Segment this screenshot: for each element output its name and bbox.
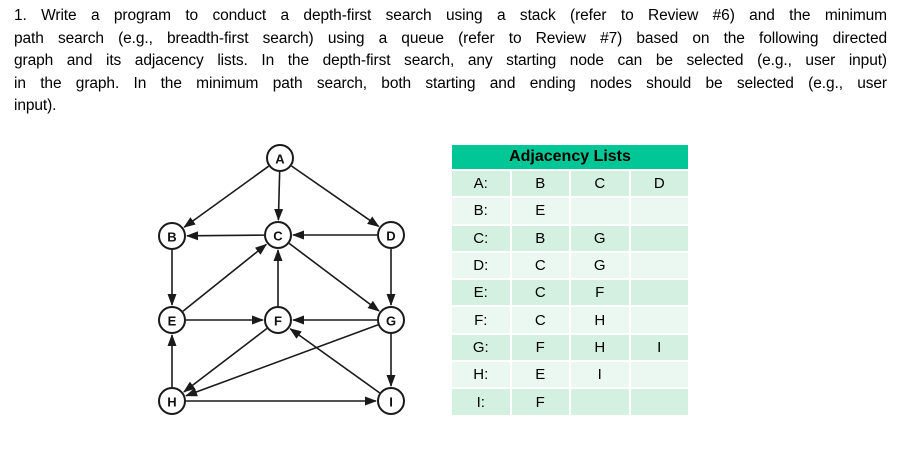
adjacency-row-label: B: <box>452 198 510 224</box>
graph-edge-A-D <box>291 165 380 228</box>
adjacency-cell <box>630 252 688 279</box>
problem-statement-line: 1. Write a program to conduct a depth-fi… <box>14 7 887 24</box>
graph-edge-A-C <box>274 171 284 222</box>
graph-edge-E-C <box>182 243 268 312</box>
graph-node-C <box>264 221 292 249</box>
adjacency-cell: E <box>511 362 569 388</box>
graph-edges <box>167 165 396 406</box>
adjacency-cell: G <box>571 225 629 251</box>
adjacency-cell <box>630 280 688 306</box>
adjacency-cell: G <box>571 252 629 279</box>
adjacency-row-label: C: <box>452 225 510 251</box>
adjacency-row-label: D: <box>452 252 510 279</box>
adjacency-cell <box>630 362 688 388</box>
adjacency-row-label: H: <box>452 362 510 388</box>
problem-statement-line: graph and its adjacency lists. In the de… <box>14 52 887 70</box>
adjacency-cell <box>630 225 688 251</box>
adjacency-cell <box>630 389 688 415</box>
adjacency-table-title: Adjacency Lists <box>452 145 688 169</box>
adjacency-cell <box>630 198 688 224</box>
graph-edge-C-B <box>185 231 265 241</box>
graph-node-label-I: I <box>389 395 393 410</box>
adjacency-cell: C <box>511 307 569 333</box>
adjacency-cell: C <box>511 252 569 279</box>
problem-statement-line: input). <box>14 97 57 115</box>
graph-node-label-B: B <box>167 230 176 245</box>
adjacency-cell: F <box>511 334 569 361</box>
graph-node-I <box>377 387 405 415</box>
adjacency-cell: F <box>571 280 629 306</box>
adjacency-row-label: I: <box>452 389 510 415</box>
adjacency-cell: C <box>511 280 569 306</box>
graph-node-D <box>377 221 405 249</box>
adjacency-cell: I <box>630 334 688 361</box>
graph-node-G <box>377 306 405 334</box>
adjacency-cell: I <box>571 362 629 388</box>
graph-node-A <box>266 144 294 172</box>
problem-statement: 1. Write a program to conduct a depth-fi… <box>14 5 887 118</box>
adjacency-cell: F <box>511 389 569 415</box>
adjacency-cell: H <box>571 307 629 333</box>
graph-node-label-D: D <box>386 229 395 244</box>
graph-node-label-A: A <box>275 152 285 167</box>
adjacency-cell: B <box>511 225 569 251</box>
graph-node-F <box>264 306 292 334</box>
adjacency-cell <box>571 389 629 415</box>
adjacency-row-label: G: <box>452 334 510 361</box>
adjacency-row-label: E: <box>452 280 510 306</box>
graph-nodes: A B C D E F G H I <box>158 144 405 415</box>
graph-node-label-F: F <box>274 314 282 329</box>
graph-node-label-H: H <box>167 395 176 410</box>
graph-node-label-E: E <box>168 314 177 329</box>
graph-node-label-G: G <box>386 314 396 329</box>
adjacency-row-label: A: <box>452 171 510 197</box>
graph-edge-C-G <box>288 242 380 312</box>
problem-statement-line: in the graph. In the minimum path search… <box>14 74 887 92</box>
graph-edge-A-B <box>183 165 270 228</box>
graph-node-H <box>158 387 186 415</box>
adjacency-cell: D <box>630 171 688 197</box>
graph-edge-G-H <box>185 324 379 397</box>
adjacency-cell: E <box>511 198 569 224</box>
adjacency-cell: C <box>571 171 629 197</box>
graph-edge-I-F <box>289 328 381 394</box>
adjacency-row-label: F: <box>452 307 510 333</box>
graph-node-B <box>158 222 186 250</box>
graph-node-E <box>158 306 186 334</box>
adjacency-cell <box>630 307 688 333</box>
graph-edge-F-H <box>183 327 268 393</box>
problem-statement-line: path search (e.g., breadth-first search)… <box>14 29 887 47</box>
adjacency-cell <box>571 198 629 224</box>
graph-node-label-C: C <box>273 229 283 244</box>
adjacency-cell: B <box>511 171 569 197</box>
adjacency-cell: H <box>571 334 629 361</box>
